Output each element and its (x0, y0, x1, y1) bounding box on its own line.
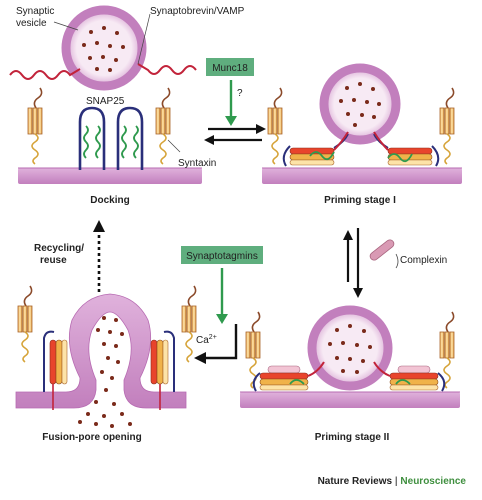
plasma-membrane-priming-1 (262, 168, 462, 184)
synaptotagmins-box (181, 246, 263, 264)
snare-complex-left-1 (282, 131, 349, 167)
label-priming-stage-2: Priming stage II (315, 432, 390, 443)
docking-panel: Synaptic vesicle Synaptobrevin/VAMP SNAP… (9, 5, 245, 206)
synaptic-vesicle-leader (53, 21, 79, 31)
label-priming-stage-1: Priming stage I (324, 195, 396, 206)
snare-complex-right-1 (373, 131, 440, 167)
recycling-arrow: Recycling/ reuse (34, 220, 105, 292)
fused-membrane (15, 293, 187, 409)
snap25-protein (78, 106, 144, 170)
priming-stage-1-panel: Priming stage I (262, 63, 462, 206)
label-calcium: Ca2+ (196, 334, 217, 346)
label-complexin: Complexin (400, 255, 447, 266)
label-synaptobrevin: Synaptobrevin/VAMP (150, 6, 245, 17)
plasma-membrane-priming-2 (240, 392, 460, 408)
label-fusion-pore: Fusion-pore opening (42, 432, 141, 443)
neurotransmitter-dots (82, 26, 125, 72)
label-synaptic-vesicle-2: vesicle (16, 18, 47, 29)
fusion-pore-panel: Fusion-pore opening (15, 285, 197, 443)
synaptic-vesicle-docking (61, 5, 147, 91)
label-munc18: Munc18 (212, 63, 248, 74)
label-snap25: SNAP25 (86, 96, 125, 107)
snare-complex-left-2 (252, 361, 325, 392)
snare-complex-right-2 (373, 361, 446, 392)
synaptobrevin-chain (9, 63, 197, 80)
label-docking: Docking (90, 195, 129, 206)
munc18-factor: Munc18 ? (206, 58, 254, 126)
label-recycling-1: Recycling/ (34, 243, 84, 254)
snare-bundle-right-fusion (150, 330, 175, 410)
munc18-box (206, 58, 254, 76)
label-syntaxin: Syntaxin (178, 158, 216, 169)
label-question: ? (237, 88, 243, 99)
label-synaptic-vesicle-1: Synaptic (16, 6, 54, 17)
complexin-molecule (369, 239, 395, 261)
docking-priming-equilibrium-arrows (204, 124, 266, 145)
synaptic-vesicle-priming-2 (307, 305, 393, 391)
journal-credit: Nature Reviews | Neuroscience (318, 476, 467, 487)
priming-1-2-arrows (343, 228, 363, 298)
plasma-membrane-docking (18, 168, 202, 184)
label-recycling-2: reuse (40, 255, 67, 266)
synaptobrevin-leader (137, 13, 151, 65)
syntaxin-leader (167, 139, 181, 153)
snare-bundle-left-fusion (43, 330, 68, 410)
synaptic-vesicle-priming-1 (319, 63, 401, 145)
priming-stage-2-panel: Priming stage II (240, 305, 460, 443)
fusion-arrow (194, 324, 238, 364)
complexin-factor: Complexin (369, 239, 447, 269)
synaptotagmins-factor: Synaptotagmins Ca2+ (181, 246, 263, 346)
label-synaptotagmins: Synaptotagmins (186, 251, 258, 262)
